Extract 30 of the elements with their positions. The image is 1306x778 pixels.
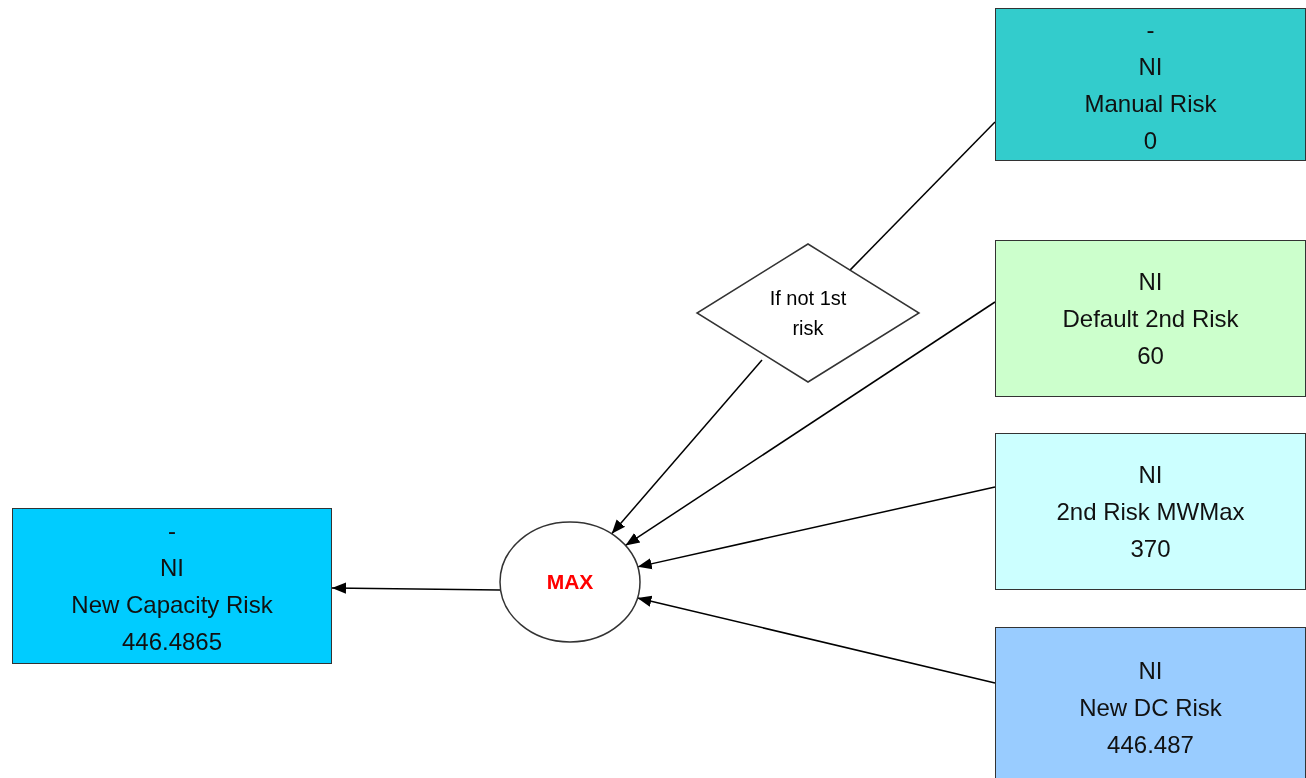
value-box xyxy=(995,433,1306,590)
box-text: - xyxy=(1146,14,1155,45)
box-text: 446.487 xyxy=(1107,729,1194,760)
box-text: New Capacity Risk xyxy=(71,590,273,620)
box-text: 370 xyxy=(1130,534,1171,564)
value-box xyxy=(995,240,1306,397)
box-text: Manual Risk xyxy=(1084,88,1217,119)
box-text: 2nd Risk MWMax xyxy=(1056,497,1245,527)
box-text: NI xyxy=(1138,51,1163,82)
arrow xyxy=(331,582,501,594)
condition-text: If not 1st risk xyxy=(768,286,848,341)
connector-line xyxy=(849,121,996,271)
value-box xyxy=(995,627,1306,778)
box-text: NI xyxy=(1138,460,1163,490)
box-text: NI xyxy=(160,553,184,583)
arrow xyxy=(624,301,996,547)
arrow xyxy=(636,595,996,684)
box-text: - xyxy=(168,516,176,546)
operator-text: MAX xyxy=(546,570,594,594)
box-text: NI xyxy=(1138,267,1163,297)
box-text: NI xyxy=(1138,655,1163,686)
box-text: 446.4865 xyxy=(121,627,223,657)
box-text: 0 xyxy=(1143,125,1158,156)
box-text: New DC Risk xyxy=(1079,692,1222,723)
value-box xyxy=(995,8,1306,161)
arrow xyxy=(610,359,763,535)
box-text: Default 2nd Risk xyxy=(1062,304,1239,334)
box-text: 60 xyxy=(1137,341,1164,371)
arrow xyxy=(637,486,996,570)
value-box xyxy=(12,508,332,664)
